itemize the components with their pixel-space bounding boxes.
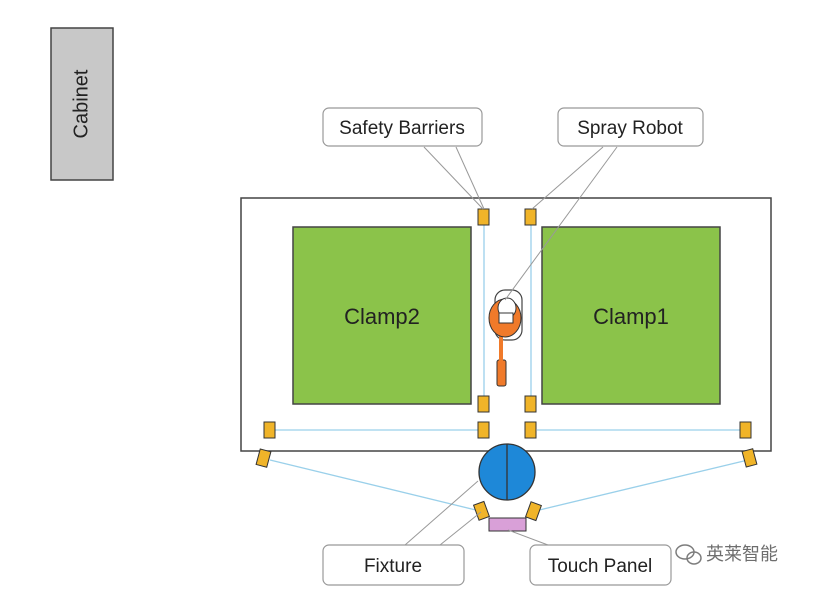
leader-line [404, 480, 479, 546]
leader-line [507, 529, 549, 546]
clamp2: Clamp2 [292, 226, 472, 405]
barrier-post [524, 501, 543, 522]
leader-line [423, 146, 484, 210]
callout-safety-barriers: Safety Barriers [322, 107, 483, 147]
barrier-post [524, 395, 537, 413]
barrier-post [524, 208, 537, 226]
spray-robot [488, 289, 523, 387]
barrier-post [477, 395, 490, 413]
callout-box [557, 107, 704, 147]
barrier-post [477, 208, 490, 226]
callout-fixture: Fixture [322, 544, 465, 586]
barrier-post [472, 500, 491, 521]
safety-barrier-posts [255, 208, 758, 522]
robot-arm [496, 359, 507, 387]
curtain-line [269, 459, 485, 513]
leader-line [455, 146, 485, 210]
barrier-post [263, 421, 276, 439]
clamp1: Clamp1 [541, 226, 721, 405]
fixture-label: Fixture [364, 556, 422, 577]
leader-line [439, 511, 482, 546]
light-curtains [269, 224, 749, 513]
callout-touch-panel: Touch Panel [529, 544, 672, 586]
touch-panel-label: Touch Panel [548, 556, 653, 577]
clamp1-label: Clamp1 [593, 304, 669, 329]
curtain-line [530, 459, 749, 513]
callout-box [322, 107, 483, 147]
safety-barriers-label: Safety Barriers [339, 118, 465, 139]
callout-box [322, 544, 465, 586]
robot-joint [498, 312, 514, 324]
touch-panel [488, 517, 527, 532]
spray-robot-label: Spray Robot [577, 118, 683, 139]
callout-spray-robot: Spray Robot [557, 107, 704, 147]
callout-box [529, 544, 672, 586]
cabinet-box [50, 27, 114, 181]
fixture [478, 443, 536, 501]
clamp1-box [541, 226, 721, 405]
wechat-icon [675, 544, 702, 565]
leader-line [531, 146, 604, 210]
leader-line [504, 146, 618, 301]
barrier-post [739, 421, 752, 439]
watermark-text: 英莱智能 [706, 544, 778, 565]
cabinet: Cabinet [50, 27, 114, 181]
leader-lines [404, 146, 618, 546]
barrier-post [255, 448, 272, 468]
clamp2-label: Clamp2 [344, 304, 420, 329]
barrier-post [524, 421, 537, 439]
watermark: 英莱智能 [675, 544, 778, 565]
barrier-post [741, 448, 758, 468]
cabinet-label: Cabinet [70, 69, 92, 138]
barrier-post [477, 421, 490, 439]
clamp2-box [292, 226, 472, 405]
